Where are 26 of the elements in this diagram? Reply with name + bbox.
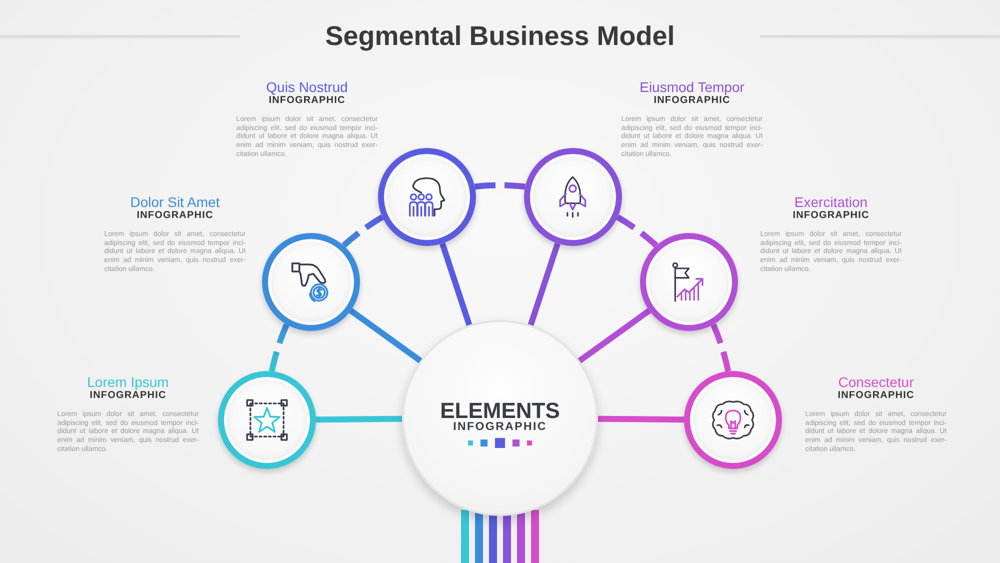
step-subheading: INFOGRAPHIC — [792, 210, 870, 222]
dashed-connector-line — [710, 323, 732, 372]
hub-subtitle: INFOGRAPHIC — [453, 420, 547, 434]
dashed-connector-line — [268, 323, 290, 372]
step-subheading: INFOGRAPHIC — [838, 390, 914, 402]
step-heading: Dolor Sit Amet — [130, 194, 220, 210]
step-heading: Quis Nostrud — [266, 79, 348, 95]
diagram-title: Segmental Business Model — [325, 20, 675, 52]
connector-line — [578, 308, 651, 364]
hub-title: ELEMENTS — [440, 399, 560, 423]
connector-line — [598, 416, 684, 423]
step-heading: Lorem Ipsum — [87, 374, 169, 390]
step-subheading: INFOGRAPHIC — [136, 210, 214, 222]
step-heading: Exercitation — [794, 194, 868, 210]
step-heading: Eiusmod Tempor — [640, 79, 744, 95]
dashed-connector-line — [474, 182, 526, 190]
dashed-connector-line — [342, 214, 384, 248]
dashed-connector-line — [616, 214, 658, 248]
connector-line — [349, 308, 422, 364]
step-subheading: INFOGRAPHIC — [654, 94, 730, 106]
connector-line — [440, 242, 472, 326]
connector-line — [528, 242, 560, 326]
step-subheading: INFOGRAPHIC — [268, 94, 346, 106]
step-subheading: INFOGRAPHIC — [90, 390, 166, 402]
step-heading: Consectetur — [838, 374, 914, 390]
connector-line — [316, 416, 402, 423]
